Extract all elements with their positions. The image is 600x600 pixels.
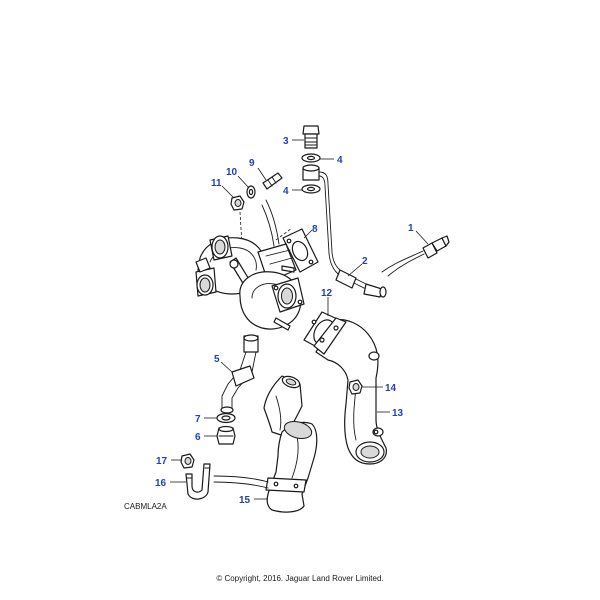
callout-8: 8 — [303, 224, 318, 239]
callout-4-upper: 4 — [320, 155, 343, 166]
part-drain-washer[interactable] — [216, 412, 236, 424]
callout-4-lower: 4 — [283, 186, 302, 197]
part-downpipe-nut[interactable] — [348, 379, 363, 395]
callout-10: 10 — [226, 167, 250, 189]
callout-1: 1 — [408, 223, 429, 245]
callout-2-label: 2 — [362, 256, 368, 267]
callout-12: 12 — [321, 288, 333, 316]
callout-14-label: 14 — [385, 383, 397, 394]
callout-6: 6 — [195, 432, 217, 443]
callout-6-label: 6 — [195, 432, 201, 443]
callout-17: 17 — [156, 456, 182, 467]
callout-4-lower-label: 4 — [283, 186, 289, 197]
part-stud[interactable] — [262, 172, 283, 190]
callout-5-label: 5 — [214, 354, 220, 365]
callout-1-label: 1 — [408, 223, 414, 234]
part-oil-feed-pipe[interactable] — [318, 171, 387, 298]
part-union-sensor[interactable] — [381, 235, 450, 277]
part-turbocharger — [195, 235, 305, 331]
copyright-notice: © Copyright, 2016. Jaguar Land Rover Lim… — [216, 574, 383, 583]
callout-15-label: 15 — [239, 495, 251, 506]
part-intermediate-pipe — [263, 375, 303, 437]
part-clamp-nut[interactable] — [180, 453, 195, 469]
part-sealing-washer-upper[interactable] — [301, 153, 321, 163]
part-u-bolt[interactable] — [185, 463, 211, 500]
part-nut[interactable] — [230, 195, 245, 211]
part-sealing-washer-lower[interactable] — [301, 184, 321, 194]
callout-13-label: 13 — [392, 408, 404, 419]
callout-8-label: 8 — [312, 224, 318, 235]
part-drain-union[interactable] — [216, 425, 236, 445]
callout-17-label: 17 — [156, 456, 168, 467]
callout-15: 15 — [239, 495, 268, 506]
callout-13: 13 — [377, 408, 404, 419]
callout-4-upper-label: 4 — [337, 155, 343, 166]
part-banjo-bolt[interactable] — [302, 125, 320, 149]
part-oil-drain-pipe[interactable] — [220, 334, 259, 414]
callout-14: 14 — [362, 383, 397, 394]
callout-7-label: 7 — [195, 414, 201, 425]
callout-11-label: 11 — [211, 178, 222, 189]
callout-12-label: 12 — [321, 288, 333, 299]
part-banjo-fitting — [302, 164, 320, 181]
callout-9-label: 9 — [249, 158, 255, 169]
part-turbo-gasket[interactable] — [282, 228, 319, 273]
callout-11: 11 — [211, 178, 235, 199]
callout-16-label: 16 — [155, 478, 167, 489]
callout-7: 7 — [195, 414, 217, 425]
callout-16: 16 — [155, 478, 186, 489]
drawing-code: CABMLA2A — [124, 502, 167, 511]
callout-3: 3 — [283, 136, 304, 147]
callout-5: 5 — [214, 354, 233, 373]
callout-3-label: 3 — [283, 136, 289, 147]
part-washer[interactable] — [246, 185, 256, 199]
callout-2: 2 — [347, 256, 368, 277]
callout-9: 9 — [249, 158, 267, 181]
part-exhaust-pipe[interactable] — [265, 419, 318, 513]
callout-10-label: 10 — [226, 167, 238, 178]
